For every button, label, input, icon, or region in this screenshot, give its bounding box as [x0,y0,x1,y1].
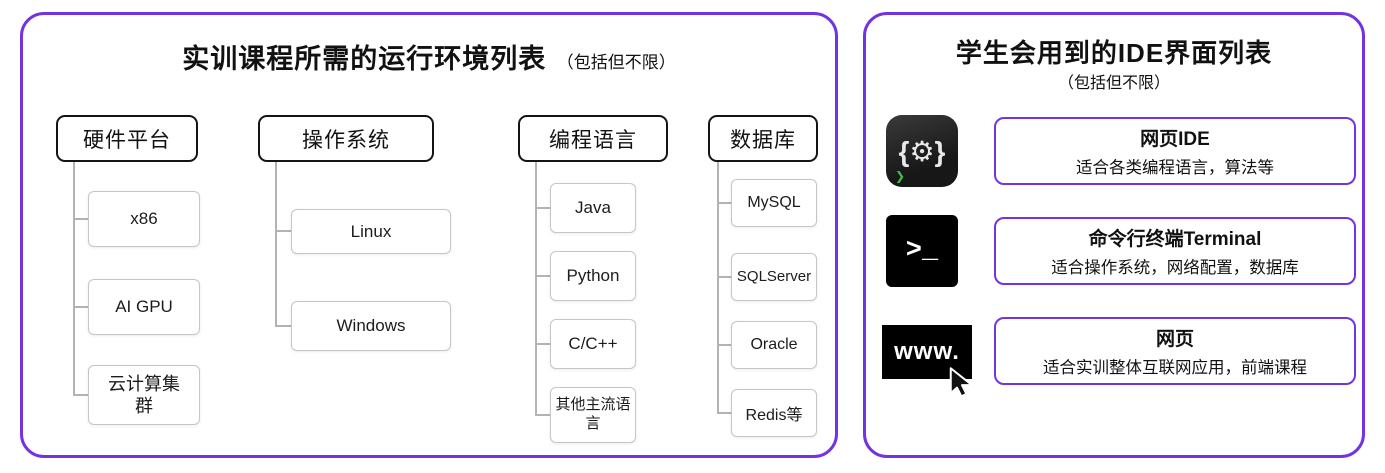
column-header-os: 操作系统 [258,115,434,162]
connector-line [717,162,719,414]
connector-line [73,162,75,396]
connector-line [275,325,291,327]
card-web-ide-desc: 适合各类编程语言，算法等 [1076,159,1274,177]
connector-line [535,414,550,416]
connector-line [535,207,550,209]
card-terminal: 命令行终端Terminal 适合操作系统，网络配置，数据库 [994,217,1356,285]
card-terminal-desc: 适合操作系统，网络配置，数据库 [1051,259,1299,277]
code-braces-gear-glyph: {⚙} [898,135,946,167]
item-other-languages: 其他主流语言 [550,387,636,443]
column-header-languages: 编程语言 [518,115,668,162]
ide-list-panel: 学生会用到的IDE界面列表 （包括但不限） {⚙} ❯ 网页IDE 适合各类编程… [863,12,1365,458]
card-web-ide-title: 网页IDE [1140,129,1210,150]
code-braces-gear-icon: {⚙} ❯ [886,115,958,187]
mouse-cursor-icon [949,367,973,397]
left-panel-subtitle: （包括但不限） [556,53,676,72]
item-sqlserver: SQLServer [731,253,817,301]
item-windows: Windows [291,301,451,351]
www-glyph: www. [894,338,960,365]
card-web-page: 网页 适合实训整体互联网应用，前端课程 [994,317,1356,385]
left-panel-title-text: 实训课程所需的运行环境列表 [182,44,547,74]
connector-line [275,230,291,232]
item-java: Java [550,183,636,233]
www-icon: www. [882,325,973,397]
connector-line [717,202,731,204]
connector-line [73,306,88,308]
connector-line [73,218,88,220]
item-ai-gpu: AI GPU [88,279,200,335]
connector-line [717,276,731,278]
card-web-ide: 网页IDE 适合各类编程语言，算法等 [994,117,1356,185]
right-panel-subtitle: （包括但不限） [1057,75,1170,92]
item-oracle: Oracle [731,321,817,369]
column-header-databases: 数据库 [708,115,818,162]
item-cloud-cluster: 云计算集群 [88,365,200,425]
prompt-accent: ❯ [895,169,906,183]
card-terminal-title: 命令行终端Terminal [1088,229,1262,250]
connector-line [717,412,731,414]
connector-line [717,344,731,346]
runtime-environment-panel: 实训课程所需的运行环境列表 （包括但不限） 硬件平台 x86 AI GPU 云计… [20,12,838,458]
item-c-cpp: C/C++ [550,319,636,369]
connector-line [73,394,88,396]
connector-line [275,162,277,327]
item-python: Python [550,251,636,301]
connector-line [535,275,550,277]
right-panel-title: 学生会用到的IDE界面列表 [955,38,1273,68]
terminal-icon: >_ [886,215,958,287]
item-x86: x86 [88,191,200,247]
terminal-glyph: >_ [905,236,939,266]
left-panel-title: 实训课程所需的运行环境列表 （包括但不限） [23,37,835,76]
item-linux: Linux [291,209,451,254]
card-web-page-desc: 适合实训整体互联网应用，前端课程 [1043,359,1307,377]
item-mysql: MySQL [731,179,817,227]
card-web-page-title: 网页 [1155,329,1194,350]
item-redis: Redis等 [731,389,817,437]
connector-line [535,343,550,345]
connector-line [535,162,537,416]
column-header-hardware: 硬件平台 [56,115,198,162]
